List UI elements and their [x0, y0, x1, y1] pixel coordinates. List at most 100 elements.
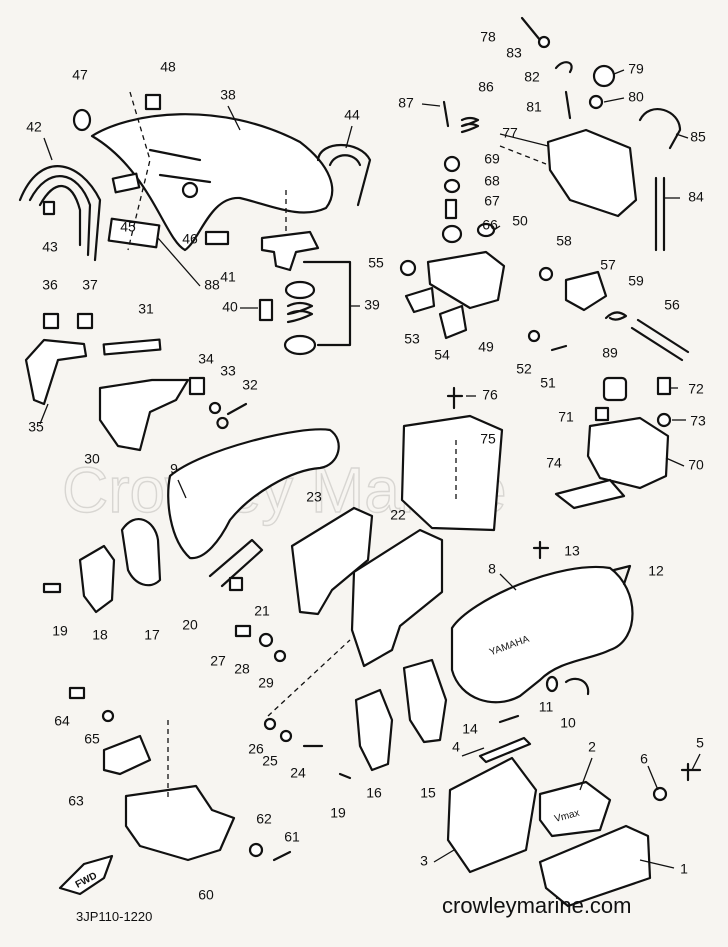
part-69-bushing	[443, 155, 461, 173]
part-28-washer	[258, 632, 274, 648]
part-15-panel	[402, 658, 448, 744]
callout-32: 32	[242, 377, 258, 393]
part-38-upper-panel	[90, 113, 334, 252]
website-url: crowleymarine.com	[442, 893, 632, 918]
part-27-bolt	[234, 624, 252, 638]
part-88-plate	[107, 217, 161, 249]
callout-27: 27	[210, 653, 226, 669]
part-3-cover	[446, 756, 538, 874]
callout-51: 51	[540, 375, 556, 391]
callout-53: 53	[404, 331, 420, 347]
callout-86: 86	[478, 79, 494, 95]
callout-72: 72	[688, 381, 704, 397]
part-82-clip	[554, 61, 573, 74]
part-80-washer	[588, 94, 604, 110]
part-39-bracket-leader	[302, 260, 352, 347]
part-39-rubber	[283, 334, 317, 356]
callout-26: 26	[248, 741, 264, 757]
part-8-side-cover	[450, 565, 634, 704]
callout-82: 82	[524, 69, 540, 85]
part-58-washer	[538, 266, 554, 282]
part-65-washer	[101, 709, 115, 723]
callout-40: 40	[222, 299, 238, 315]
part-74-bracket	[554, 478, 626, 510]
callout-69: 69	[484, 151, 500, 167]
callout-45: 45	[120, 219, 136, 235]
callout-75: 75	[480, 431, 496, 447]
callout-37: 37	[82, 277, 98, 293]
callout-84: 84	[688, 189, 704, 205]
callout-6: 6	[640, 751, 648, 767]
callout-57: 57	[600, 257, 616, 273]
callout-18: 18	[92, 627, 108, 643]
part-19-bolt	[42, 582, 62, 594]
part-47-cap	[72, 108, 92, 132]
callout-52: 52	[516, 361, 532, 377]
callout-81: 81	[526, 99, 542, 115]
callout-83: 83	[506, 45, 522, 61]
callout-38: 38	[220, 87, 236, 103]
part-2-emblem	[538, 780, 612, 838]
part-drawings: YAMAHA Vmax	[18, 16, 702, 908]
callout-79: 79	[628, 61, 644, 77]
callout-39: 39	[364, 297, 380, 313]
callout-22: 22	[390, 507, 406, 523]
part-29-washer	[273, 649, 287, 663]
part-49-bracket	[426, 250, 506, 310]
part-33-washer	[208, 401, 222, 415]
part-6-washer	[652, 786, 668, 802]
part-16-panel	[354, 688, 394, 772]
callout-15: 15	[420, 785, 436, 801]
callout-70: 70	[688, 457, 704, 473]
callout-76: 76	[482, 387, 498, 403]
callout-67: 67	[484, 193, 500, 209]
part-36-bushing	[42, 312, 60, 330]
callout-41: 41	[220, 269, 236, 285]
callout-12: 12	[648, 563, 664, 579]
callout-50: 50	[512, 213, 528, 229]
part-57-lever	[564, 270, 608, 312]
callout-28: 28	[234, 661, 250, 677]
callout-48: 48	[160, 59, 176, 75]
part-53-lever	[404, 286, 436, 314]
part-45-plate	[111, 172, 141, 194]
callout-71: 71	[558, 409, 574, 425]
callout-13: 13	[564, 543, 580, 559]
part-39-spring	[286, 301, 314, 324]
part-48-grommet	[144, 93, 162, 111]
part-41-bracket	[204, 230, 230, 246]
part-76-bolt	[446, 386, 464, 410]
callout-55: 55	[368, 255, 384, 271]
part-9-side-cover	[167, 428, 340, 560]
part-63-bracket	[102, 734, 152, 776]
callout-8: 8	[488, 561, 496, 577]
callout-19: 19	[52, 623, 68, 639]
part-83-clip	[537, 35, 551, 49]
part-86-spring	[460, 116, 480, 134]
part-77-tank	[546, 128, 638, 218]
assembly-lines	[127, 91, 547, 800]
part-61-bolt	[272, 850, 292, 862]
callout-43: 43	[42, 239, 58, 255]
callout-16: 16	[366, 785, 382, 801]
callout-20: 20	[182, 617, 198, 633]
part-52-washer	[527, 329, 541, 343]
part-31-strip	[102, 338, 162, 356]
part-89-bushing	[602, 376, 628, 402]
callout-14: 14	[462, 721, 478, 737]
part-35-bracket	[24, 338, 88, 406]
callout-73: 73	[690, 413, 706, 429]
part-56-shaft	[630, 318, 690, 362]
part-66-bushing	[441, 224, 463, 244]
callout-88: 88	[204, 277, 220, 293]
part-19-screw-b	[338, 772, 352, 780]
part-17-panel	[120, 518, 162, 587]
callout-77: 77	[502, 125, 518, 141]
part-75-box	[400, 414, 504, 532]
part-78-pin	[520, 16, 542, 42]
part-13-screw	[532, 540, 550, 560]
part-25-washer	[279, 729, 293, 743]
callout-60: 60	[198, 887, 214, 903]
part-81-bolt	[564, 90, 572, 120]
